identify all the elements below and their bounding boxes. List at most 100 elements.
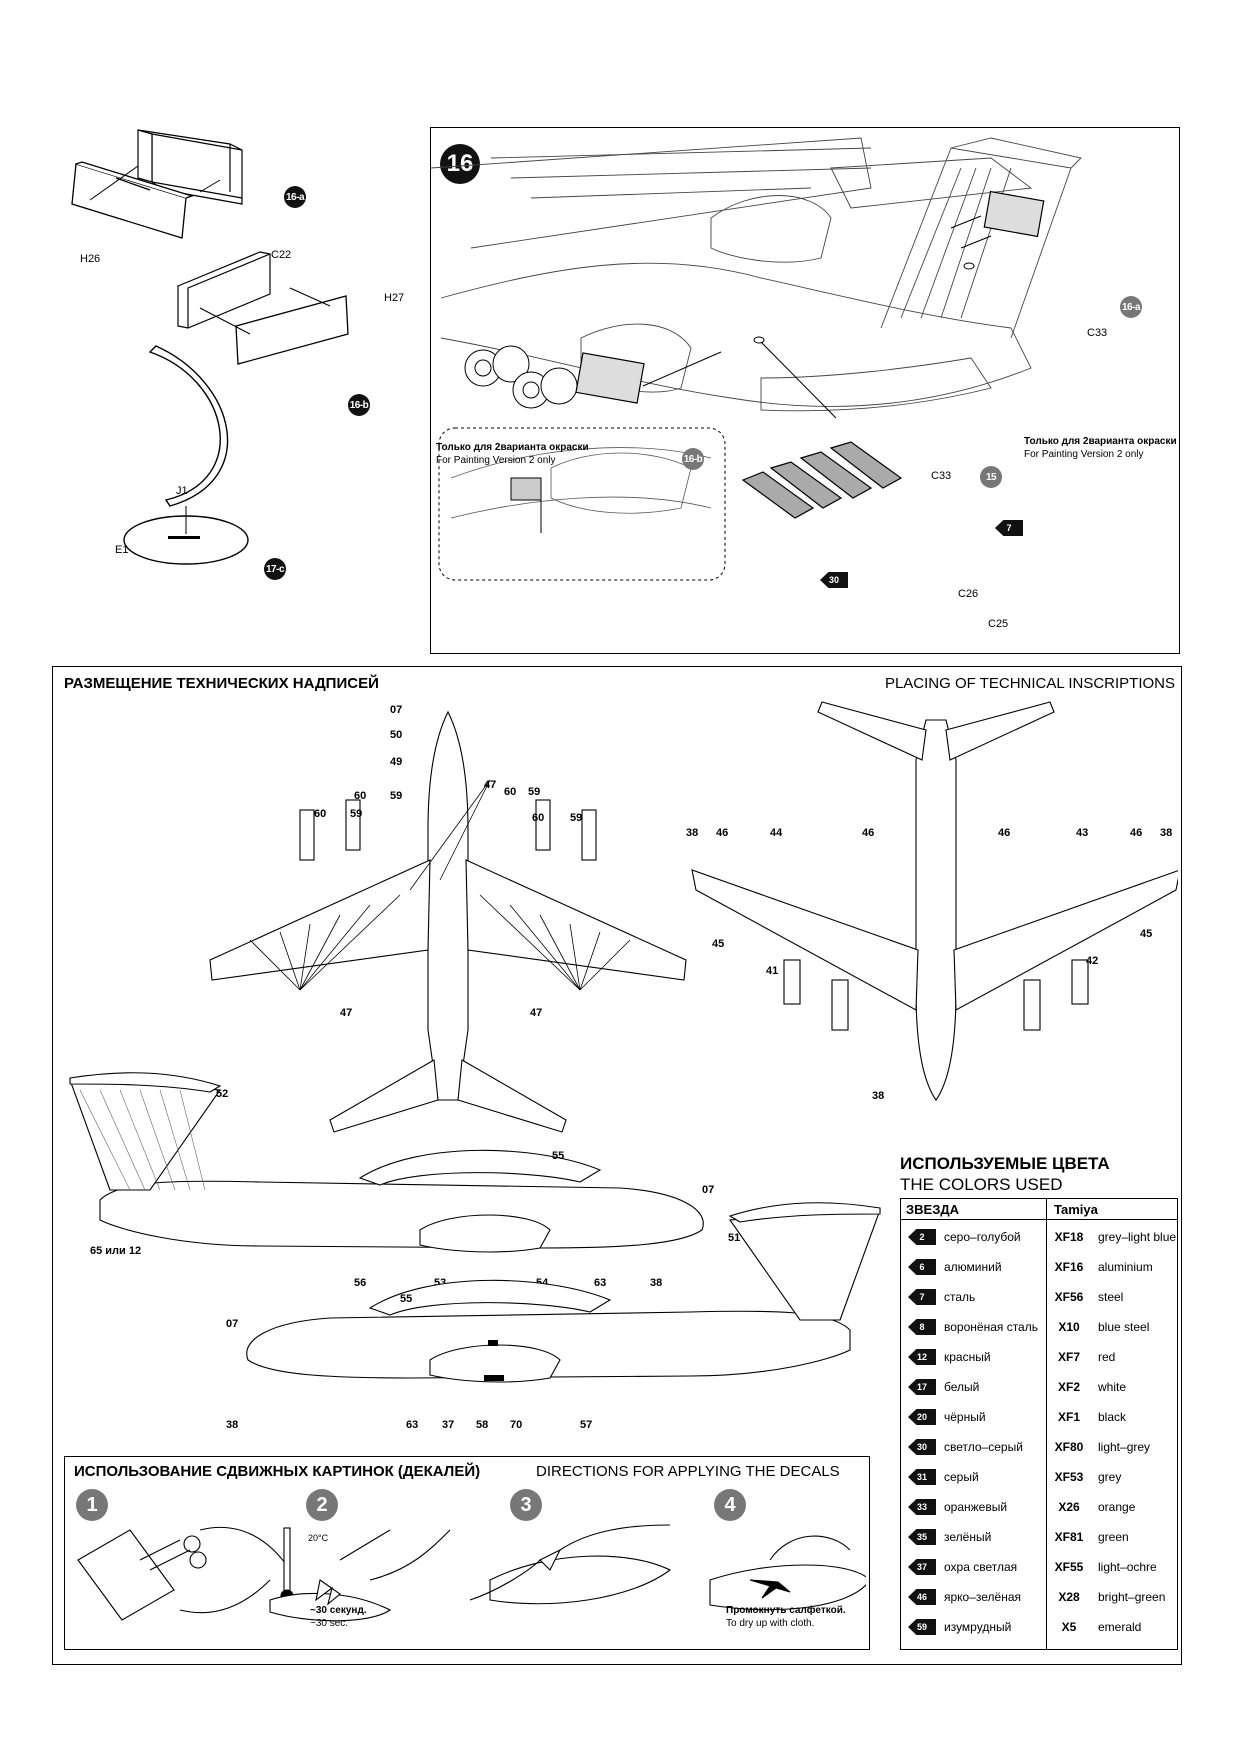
aircraft-side-view-2 [246,1202,881,1383]
label-38-c: 38 [872,1090,885,1102]
color-name-ru: серый [944,1470,979,1484]
color-star-badge: 17 [908,1379,936,1395]
part-h27 [235,295,349,365]
color-name-ru: зелёный [944,1530,992,1544]
note-version2-en-left: For Painting Version 2 only [436,455,556,466]
decal-step-1: 1 [76,1489,108,1521]
color-star-badge: 7 [908,1289,936,1305]
color-name-en: blue steel [1098,1320,1150,1334]
label-47-top: 47 [484,779,497,791]
badge-16b: 16-b [348,394,370,416]
decal-illustrations [77,1524,866,1622]
color-tamiya-code: XF80 [1054,1440,1084,1454]
color-name-ru: серо–голубой [944,1230,1021,1244]
color-name-ru: оранжевый [944,1500,1008,1514]
color-tamiya-code: X5 [1061,1620,1077,1634]
color-name-ru: сталь [944,1290,976,1304]
color-tamiya-code: XF53 [1054,1470,1084,1484]
decal-step-4: 4 [714,1489,746,1521]
step-16-drawing [431,137,1082,581]
color-star-badge: 46 [908,1589,936,1605]
color-name-ru: алюминий [944,1260,1002,1274]
color-name-en: orange [1098,1500,1136,1514]
aircraft-top-view [209,710,687,1133]
colors-col-star: ЗВЕЗДА [906,1202,959,1217]
color-tamiya-code: XF1 [1057,1410,1080,1424]
colors-table-frame [900,1198,1178,1650]
color-name-en: red [1098,1350,1116,1364]
color-star-badge: 12 [908,1349,936,1365]
badge-16b-step: 16-b [682,448,704,470]
color-tamiya-code: XF56 [1054,1290,1084,1304]
label-07-top: 07 [390,704,403,716]
color-row: 46 ярко–зелёная X28 bright–green [908,1582,1178,1612]
color-name-ru: красный [944,1350,991,1364]
color-tamiya-code: X28 [1058,1590,1080,1604]
label-h26: H26 [80,253,101,265]
label-44: 44 [770,827,783,839]
color-star-badge: 2 [908,1229,936,1245]
label-45-a: 45 [712,938,725,950]
label-c25: C25 [988,618,1009,630]
label-47-right: 47 [530,1007,543,1019]
color-name-ru: охра светлая [944,1560,1018,1574]
color-tamiya-code: XF7 [1057,1350,1080,1364]
badge-17c: 17-c [264,558,286,580]
inscriptions-title-en: PLACING OF TECHNICAL INSCRIPTIONS [884,675,1175,692]
color-name-en: light–ochre [1098,1560,1157,1574]
decal-soak-en: ~30 sec. [310,1618,349,1629]
label-38-side1: 38 [650,1277,663,1289]
color-name-ru: ворoнёная сталь [944,1320,1038,1334]
decal-soak-ru: ~30 секунд. [310,1605,367,1616]
label-59-b: 59 [390,790,403,802]
label-65-or-12: 65 или 12 [90,1245,142,1257]
step-number-16: 16 [440,144,480,184]
label-42: 42 [1086,955,1099,967]
decal-step-3: 3 [510,1489,542,1521]
label-38-b: 38 [1160,827,1173,839]
label-55-b: 55 [400,1293,413,1305]
label-52: 52 [216,1088,229,1100]
decals-panel [64,1456,870,1650]
color-name-ru: ярко–зелёная [944,1590,1022,1604]
label-46-a: 46 [716,827,729,839]
label-59-c: 59 [528,786,541,798]
label-49: 49 [390,756,403,768]
decals-title-en: DIRECTIONS FOR APPLYING THE DECALS [536,1463,840,1480]
color-tamiya-code: XF16 [1054,1260,1084,1274]
label-56: 56 [354,1277,367,1289]
decals-title-ru: ИСПОЛЬЗОВАНИЕ СДВИЖНЫХ КАРТИНОК (ДЕКАЛЕЙ… [74,1463,481,1480]
note-version2-ru-left: Только для 2варианта окраски [436,442,589,453]
color-star-badge: 20 [908,1409,936,1425]
color-star-badge: 33 [908,1499,936,1515]
color-tamiya-code: X26 [1058,1500,1080,1514]
label-60-d: 60 [532,812,545,824]
label-e1: E1 [115,544,129,556]
label-70: 70 [510,1419,523,1431]
aircraft-bottom-view [691,701,1178,1101]
label-38-side2: 38 [226,1419,239,1431]
label-46-b: 46 [862,827,875,839]
colors-header-rule [900,1219,1178,1220]
color-name-en: white [1098,1380,1127,1394]
part-h26 [71,161,195,239]
inscriptions-title-ru: РАЗМЕЩЕНИЕ ТЕХНИЧЕСКИХ НАДПИСЕЙ [64,675,379,692]
label-60-c: 60 [504,786,517,798]
colors-col-tamiya: Tamiya [1054,1202,1098,1217]
star-7: 7 [995,520,1023,536]
color-star-badge: 35 [908,1529,936,1545]
color-name-en: steel [1098,1290,1124,1304]
label-58: 58 [476,1419,489,1431]
color-name-ru: светло–серый [944,1440,1023,1454]
color-row: 33 оранжевый X26 orange [908,1492,1178,1522]
label-50: 50 [390,729,403,741]
label-c33-bottom: C33 [931,470,952,482]
label-c22: C22 [271,249,292,261]
color-name-en: bright–green [1098,1590,1166,1604]
part-h27-frame [177,251,271,329]
label-45-b: 45 [1140,928,1153,940]
color-row: 7 сталь XF56 steel [908,1282,1178,1312]
